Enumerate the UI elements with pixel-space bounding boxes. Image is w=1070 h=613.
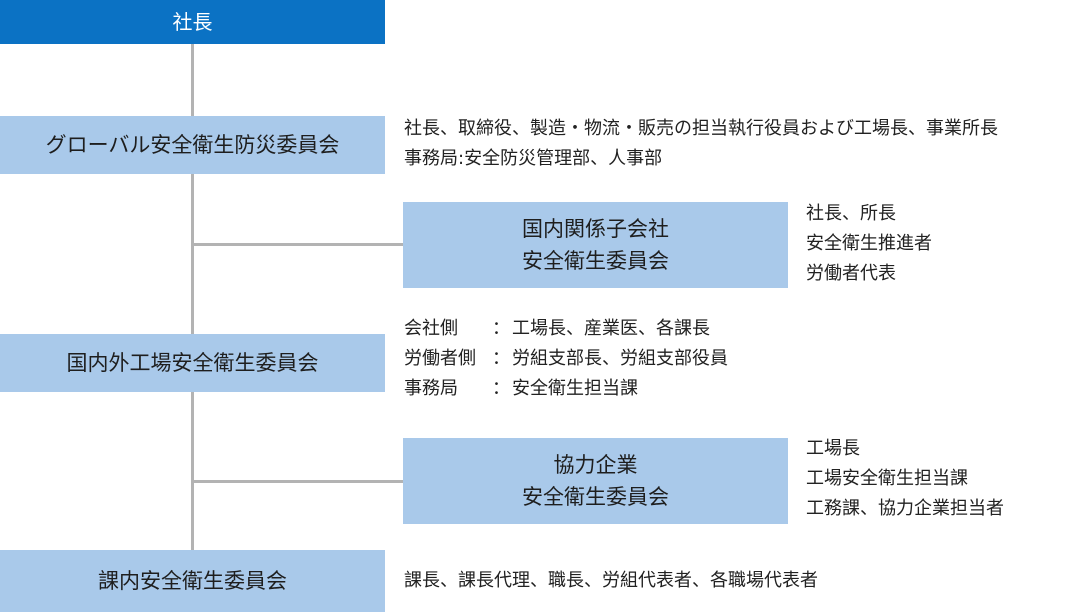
factory-members: 労組支部長、労組支部役員 xyxy=(512,348,728,369)
factory-colon: ： xyxy=(492,318,510,339)
factory-role: 事務局 xyxy=(404,378,458,399)
factory-committee-members: 会社側 ： 工場長、産業医、各課長 労働者側 ： 労組支部長、労組支部役員 事務… xyxy=(404,314,728,404)
factory-committee-label: 国内外工場安全衛生委員会 xyxy=(66,351,319,375)
domestic-subsidiary-member: 労働者代表 xyxy=(806,263,896,284)
partner-committee-label-line1: 協力企業 xyxy=(553,453,638,477)
factory-role: 労働者側 xyxy=(404,348,476,369)
section-committee-label: 課内安全衛生委員会 xyxy=(98,569,287,593)
domestic-subsidiary-label-line2: 安全衛生委員会 xyxy=(522,249,669,273)
global-committee-members-line1: 社長、取締役、製造・物流・販売の担当執行役員および工場長、事業所長 xyxy=(404,118,998,139)
president-box: 社長 xyxy=(0,0,385,44)
factory-members: 工場長、産業医、各課長 xyxy=(512,318,710,339)
connector-vertical-top xyxy=(191,44,194,116)
factory-colon: ： xyxy=(492,378,510,399)
section-committee-members: 課長、課長代理、職長、労組代表者、各職場代表者 xyxy=(404,566,818,596)
connector-to-domestic-subsidiary xyxy=(191,243,403,246)
partner-committee-label-line2: 安全衛生委員会 xyxy=(522,485,669,509)
factory-colon: ： xyxy=(492,348,510,369)
global-committee-label: グローバル安全衛生防災委員会 xyxy=(45,133,340,157)
president-label: 社長 xyxy=(172,10,213,34)
connector-vertical-lower xyxy=(191,392,194,550)
factory-committee-box: 国内外工場安全衛生委員会 xyxy=(0,334,385,392)
domestic-subsidiary-committee-box: 国内関係子会社 安全衛生委員会 xyxy=(403,202,788,288)
global-committee-members-line2: 事務局:安全防災管理部、人事部 xyxy=(404,148,663,169)
factory-role: 会社側 xyxy=(404,318,458,339)
global-committee-box: グローバル安全衛生防災委員会 xyxy=(0,116,385,174)
domestic-subsidiary-member: 社長、所長 xyxy=(806,203,896,224)
factory-committee-row: 会社側 ： 工場長、産業医、各課長 xyxy=(404,314,728,344)
connector-to-partner xyxy=(191,480,403,483)
partner-committee-members: 工場長 工場安全衛生担当課 工務課、協力企業担当者 xyxy=(806,434,1004,524)
section-committee-members-text: 課長、課長代理、職長、労組代表者、各職場代表者 xyxy=(404,570,818,591)
domestic-subsidiary-member: 安全衛生推進者 xyxy=(806,233,932,254)
section-committee-box: 課内安全衛生委員会 xyxy=(0,550,385,612)
partner-committee-member: 工場安全衛生担当課 xyxy=(806,468,968,489)
partner-committee-box: 協力企業 安全衛生委員会 xyxy=(403,438,788,524)
domestic-subsidiary-label-line1: 国内関係子会社 xyxy=(522,217,669,241)
factory-committee-row: 事務局 ： 安全衛生担当課 xyxy=(404,374,728,404)
connector-vertical-main xyxy=(191,174,194,334)
domestic-subsidiary-members: 社長、所長 安全衛生推進者 労働者代表 xyxy=(806,199,932,289)
factory-committee-row: 労働者側 ： 労組支部長、労組支部役員 xyxy=(404,344,728,374)
partner-committee-member: 工務課、協力企業担当者 xyxy=(806,498,1004,519)
partner-committee-member: 工場長 xyxy=(806,438,860,459)
factory-members: 安全衛生担当課 xyxy=(512,378,638,399)
global-committee-members: 社長、取締役、製造・物流・販売の担当執行役員および工場長、事業所長 事務局:安全… xyxy=(404,114,998,174)
